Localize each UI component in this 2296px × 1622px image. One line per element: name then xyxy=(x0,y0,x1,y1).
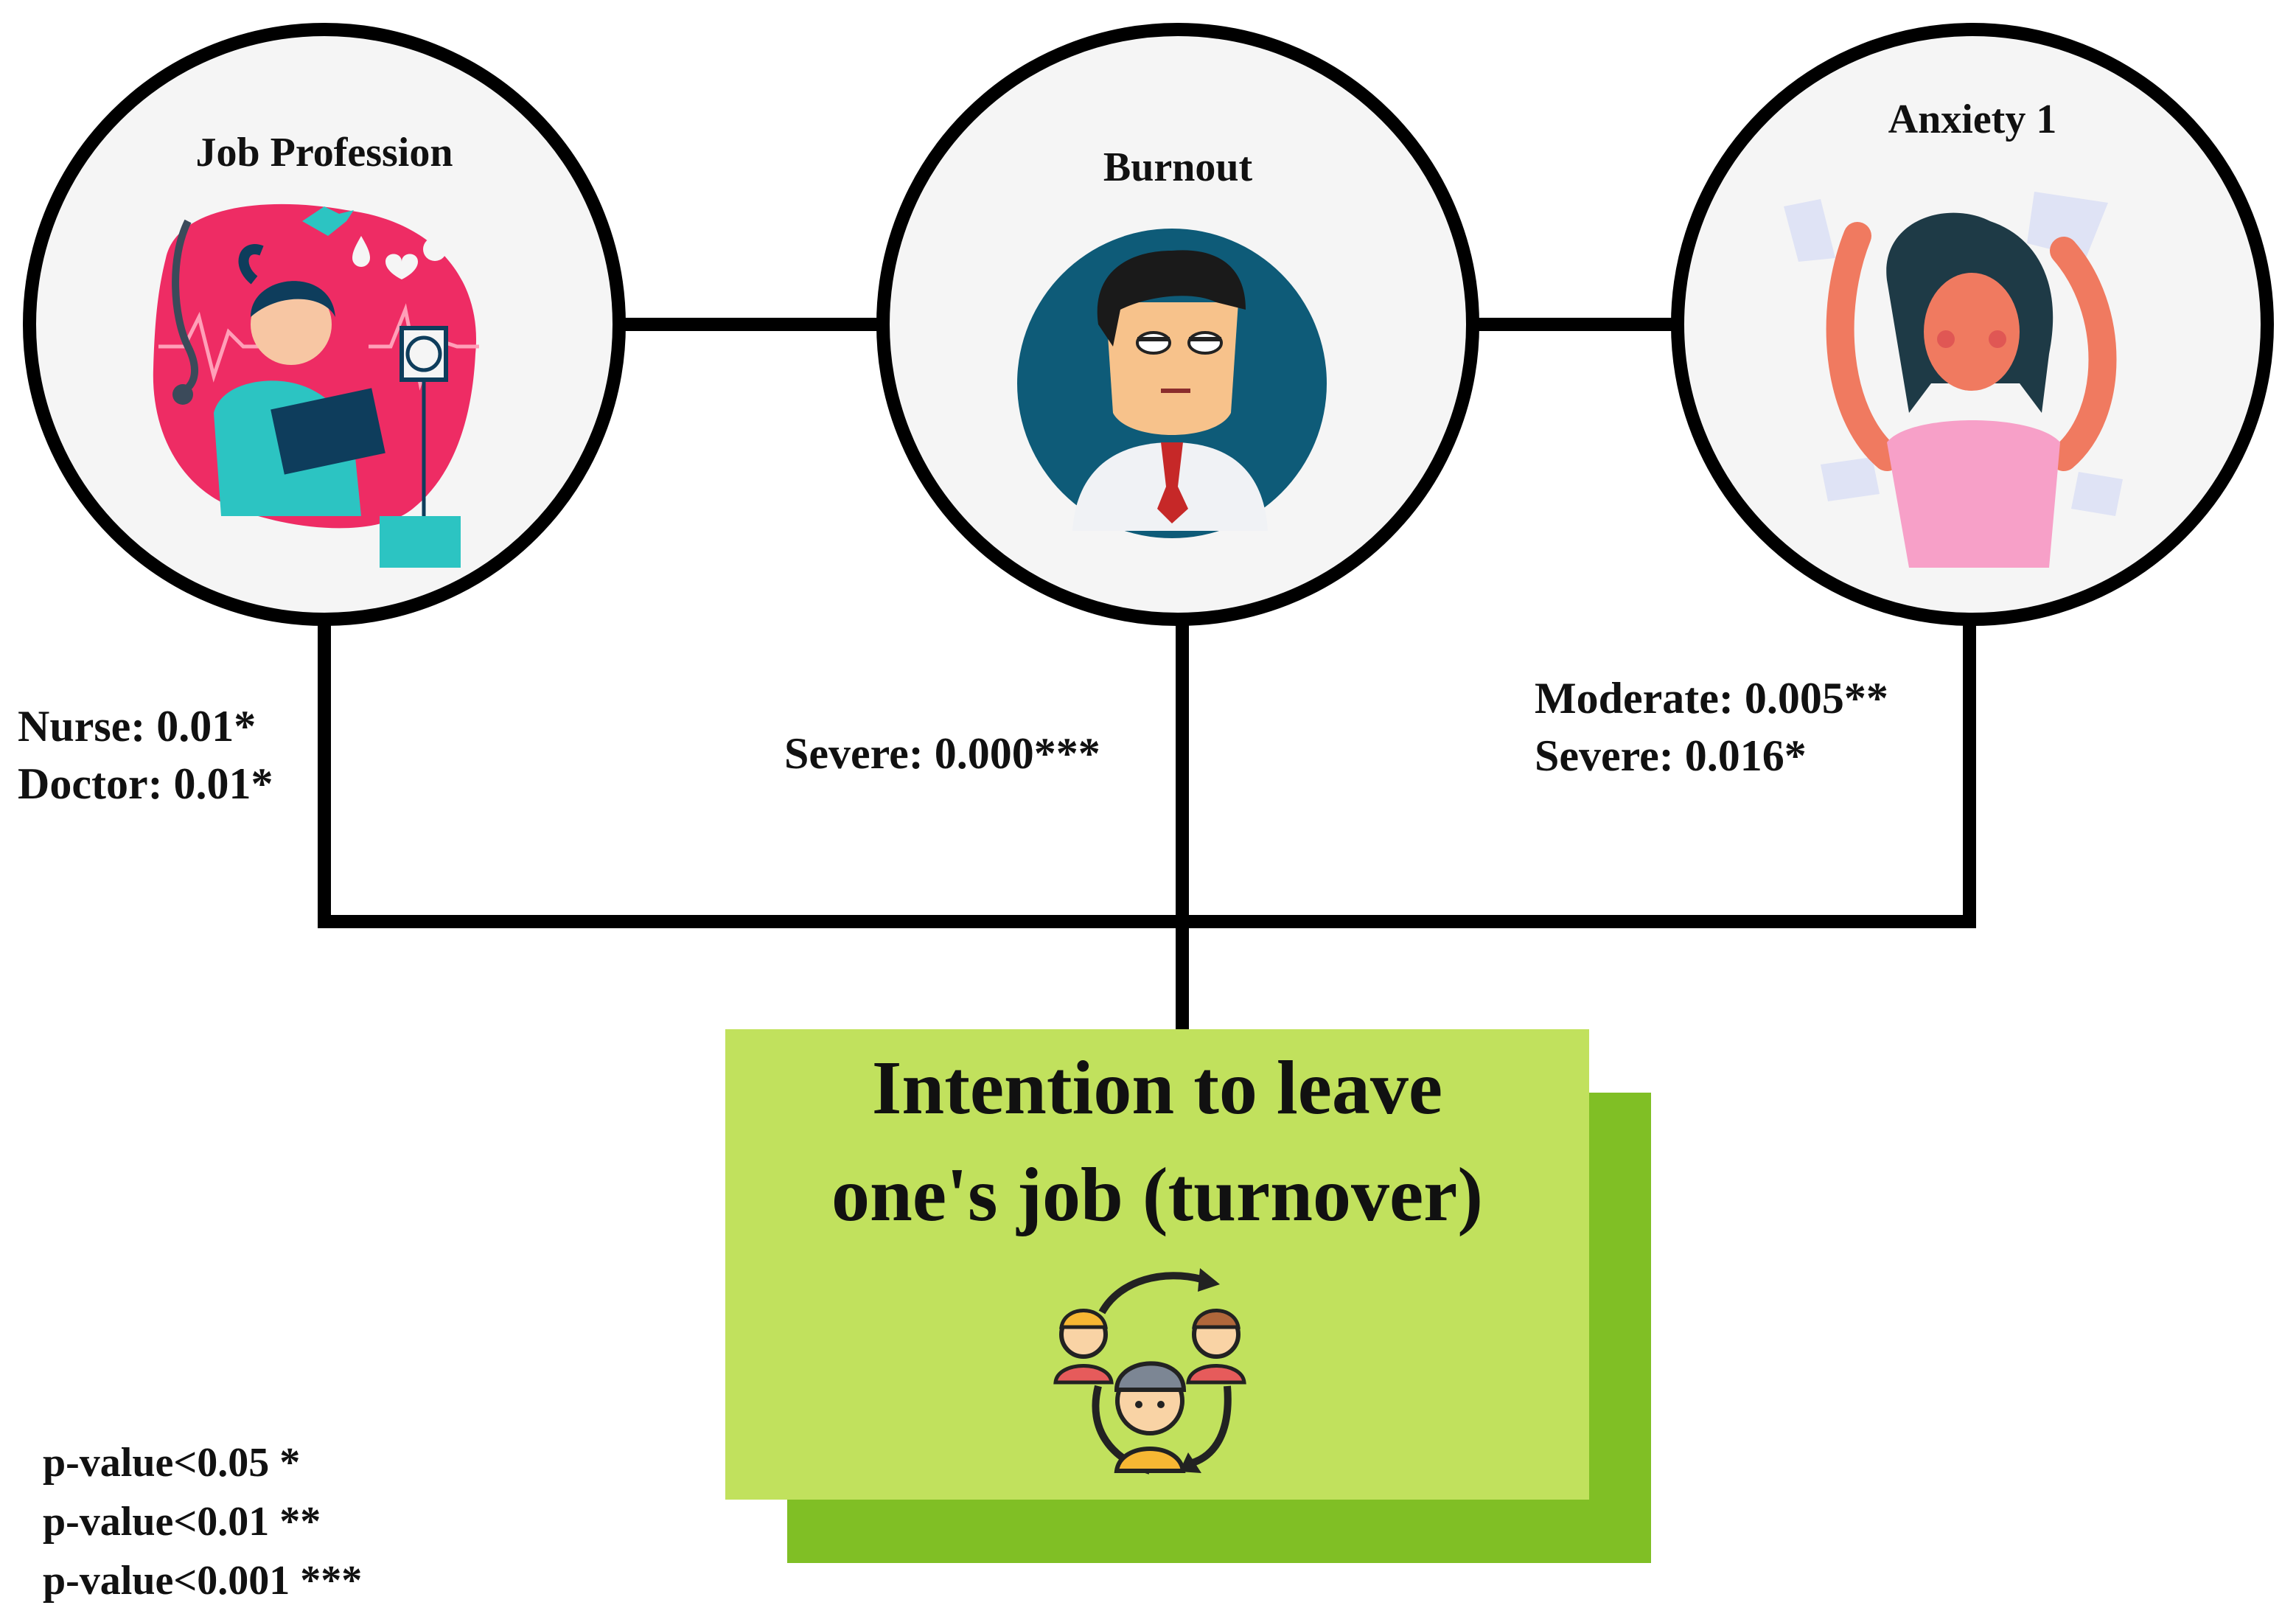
stat-line: Severe: 0.016* xyxy=(1535,731,1807,780)
outcome-box: Intention to leave one's job (turnover) xyxy=(725,1029,1651,1563)
stats-anxiety: Moderate: 0.005** Severe: 0.016* xyxy=(1535,674,1888,780)
connectors xyxy=(318,318,1976,1035)
node-title: Anxiety 1 xyxy=(1888,97,2057,142)
significance-legend: p-value<0.05 * p-value<0.01 ** p-value<0… xyxy=(43,1440,362,1604)
node-burnout: Burnout xyxy=(876,23,1479,626)
stat-line: Severe: 0.000*** xyxy=(784,729,1100,778)
stat-line: Doctor: 0.01* xyxy=(18,759,273,808)
legend-item: p-value<0.001 *** xyxy=(43,1558,362,1604)
stats-burnout: Severe: 0.000*** xyxy=(784,729,1100,778)
legend-item: p-value<0.05 * xyxy=(43,1440,300,1486)
stat-line: Moderate: 0.005** xyxy=(1535,674,1888,723)
stressed-woman-pulling-hair-icon xyxy=(1784,192,2123,568)
exhausted-man-icon xyxy=(1017,229,1327,538)
node-title: Burnout xyxy=(1103,145,1253,190)
legend-item: p-value<0.01 ** xyxy=(43,1499,321,1545)
node-job-profession: Job Profession xyxy=(23,23,626,626)
node-title: Job Profession xyxy=(196,130,453,175)
outcome-title-line1: Intention to leave xyxy=(872,1045,1442,1130)
employee-rotation-icon xyxy=(1053,1268,1246,1475)
stats-job-profession: Nurse: 0.01* Doctor: 0.01* xyxy=(18,702,273,808)
nurse-with-clipboard-icon xyxy=(153,203,479,568)
node-anxiety: Anxiety 1 xyxy=(1671,23,2274,626)
stat-line: Nurse: 0.01* xyxy=(18,702,256,751)
outcome-title-line2: one's job (turnover) xyxy=(831,1152,1483,1237)
